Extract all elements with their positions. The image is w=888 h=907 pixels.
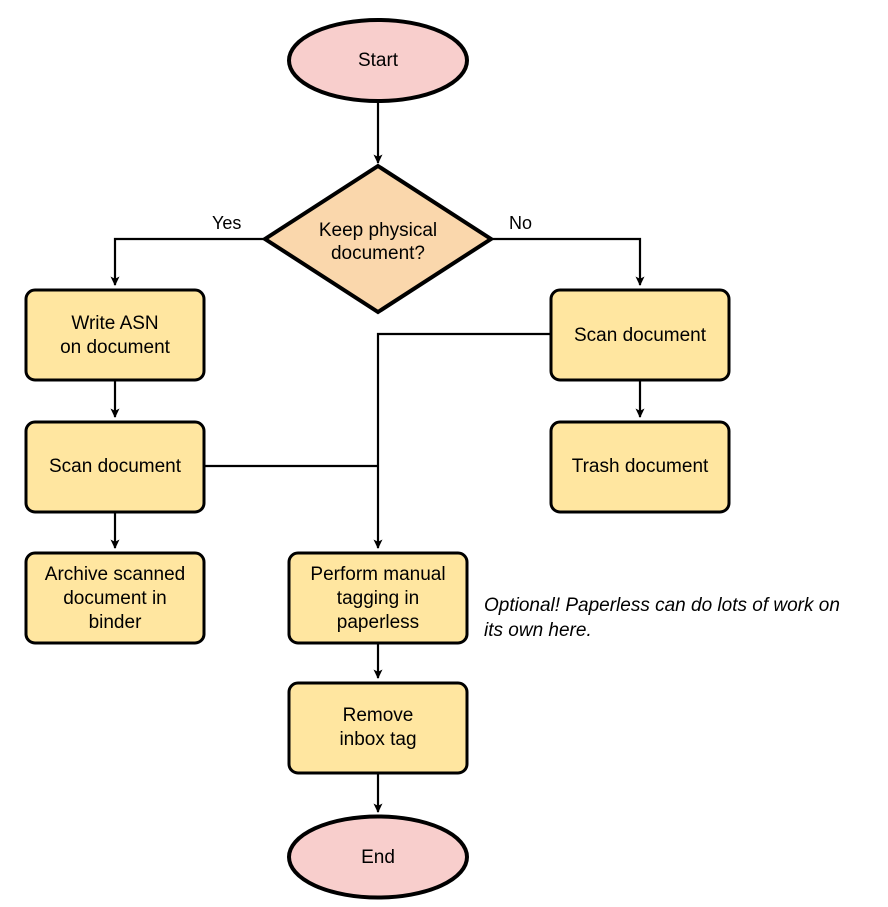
archive-label-line3: binder	[89, 612, 142, 633]
start-label: Start	[358, 50, 399, 71]
archive-label-line2: document in	[63, 588, 167, 609]
remove-tag-label-line1: Remove	[343, 705, 414, 726]
annotation-optional-note: Optional! Paperless can do lots of work …	[484, 595, 840, 641]
optional-note-line2: its own here.	[484, 620, 592, 641]
edge-label-yes: Yes	[212, 213, 241, 233]
end-ellipse-shape	[287, 814, 469, 900]
decision-label-line2: document?	[331, 243, 425, 264]
node-trash-document[interactable]: Trash document	[549, 420, 731, 514]
write-asn-label-line2: on document	[60, 337, 171, 358]
tagging-box-shape	[287, 551, 469, 645]
scan-left-label: Scan document	[49, 456, 182, 477]
edge-scan-right-to-tagging	[373, 332, 551, 549]
node-end[interactable]: End	[287, 814, 469, 900]
tagging-label-line3: paperless	[337, 612, 419, 633]
node-decision-keep-physical-document[interactable]: Keep physical document?	[261, 163, 495, 315]
archive-box-shape	[24, 551, 206, 645]
write-asn-box-shape	[24, 288, 206, 382]
node-scan-document-right[interactable]: Scan document	[549, 288, 731, 382]
edge-label-no: No	[509, 213, 532, 233]
scan-right-box-shape	[549, 288, 731, 382]
trash-label: Trash document	[572, 456, 709, 477]
decision-diamond-shape	[261, 163, 495, 315]
node-remove-inbox-tag[interactable]: Remove inbox tag	[287, 681, 469, 775]
archive-label-line1: Archive scanned	[45, 564, 185, 585]
write-asn-label-line1: Write ASN	[71, 313, 158, 334]
tagging-label-line1: Perform manual	[310, 564, 445, 585]
edges-group	[110, 101, 645, 813]
start-ellipse-shape	[287, 18, 469, 103]
trash-box-shape	[549, 420, 731, 514]
node-scan-document-left[interactable]: Scan document	[24, 420, 206, 514]
remove-tag-label-line2: inbox tag	[339, 729, 416, 750]
node-archive-scanned-document[interactable]: Archive scanned document in binder	[24, 551, 206, 645]
end-label: End	[361, 847, 395, 868]
node-write-asn[interactable]: Write ASN on document	[24, 288, 206, 382]
remove-tag-box-shape	[287, 681, 469, 775]
node-perform-manual-tagging[interactable]: Perform manual tagging in paperless	[287, 551, 469, 645]
node-start[interactable]: Start	[287, 18, 469, 103]
scan-left-box-shape	[24, 420, 206, 514]
edge-decision-yes-to-write-asn	[110, 237, 265, 286]
tagging-label-line2: tagging in	[337, 588, 419, 609]
edge-decision-no-to-scan-right	[491, 237, 645, 286]
scan-right-label: Scan document	[574, 325, 707, 346]
optional-note-line1: Optional! Paperless can do lots of work …	[484, 595, 840, 616]
decision-label-line1: Keep physical	[319, 220, 437, 241]
